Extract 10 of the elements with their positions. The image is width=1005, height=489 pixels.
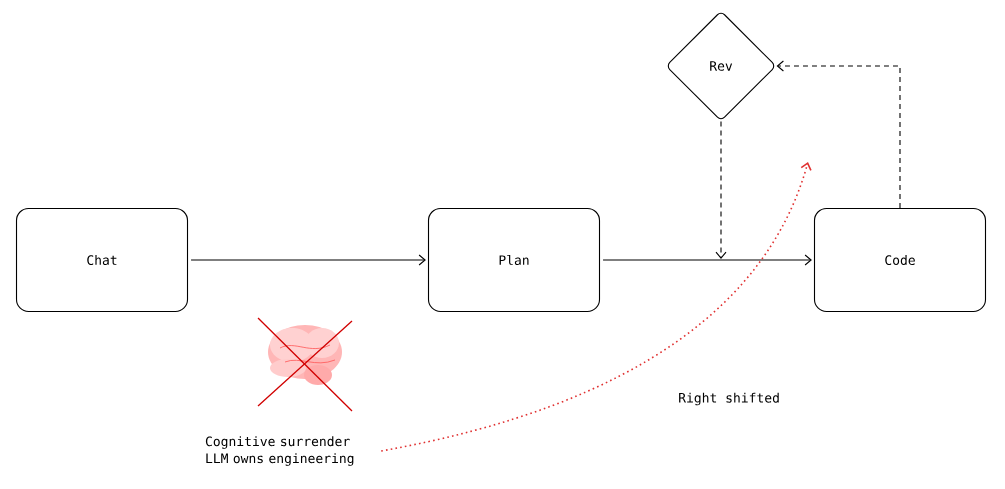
arrow <box>190 254 426 266</box>
annotation-text: Right shifted <box>679 392 779 406</box>
dashed-arrow <box>715 121 727 259</box>
dashed-arrow <box>776 60 901 209</box>
arrow <box>602 254 812 266</box>
process-box: Code <box>813 207 987 313</box>
process-box: Plan <box>427 207 601 313</box>
dotted-arrow <box>380 162 812 452</box>
process-box: Chat <box>15 207 189 313</box>
note-text: Cognitive surrender LLM owns engineering <box>205 436 354 466</box>
